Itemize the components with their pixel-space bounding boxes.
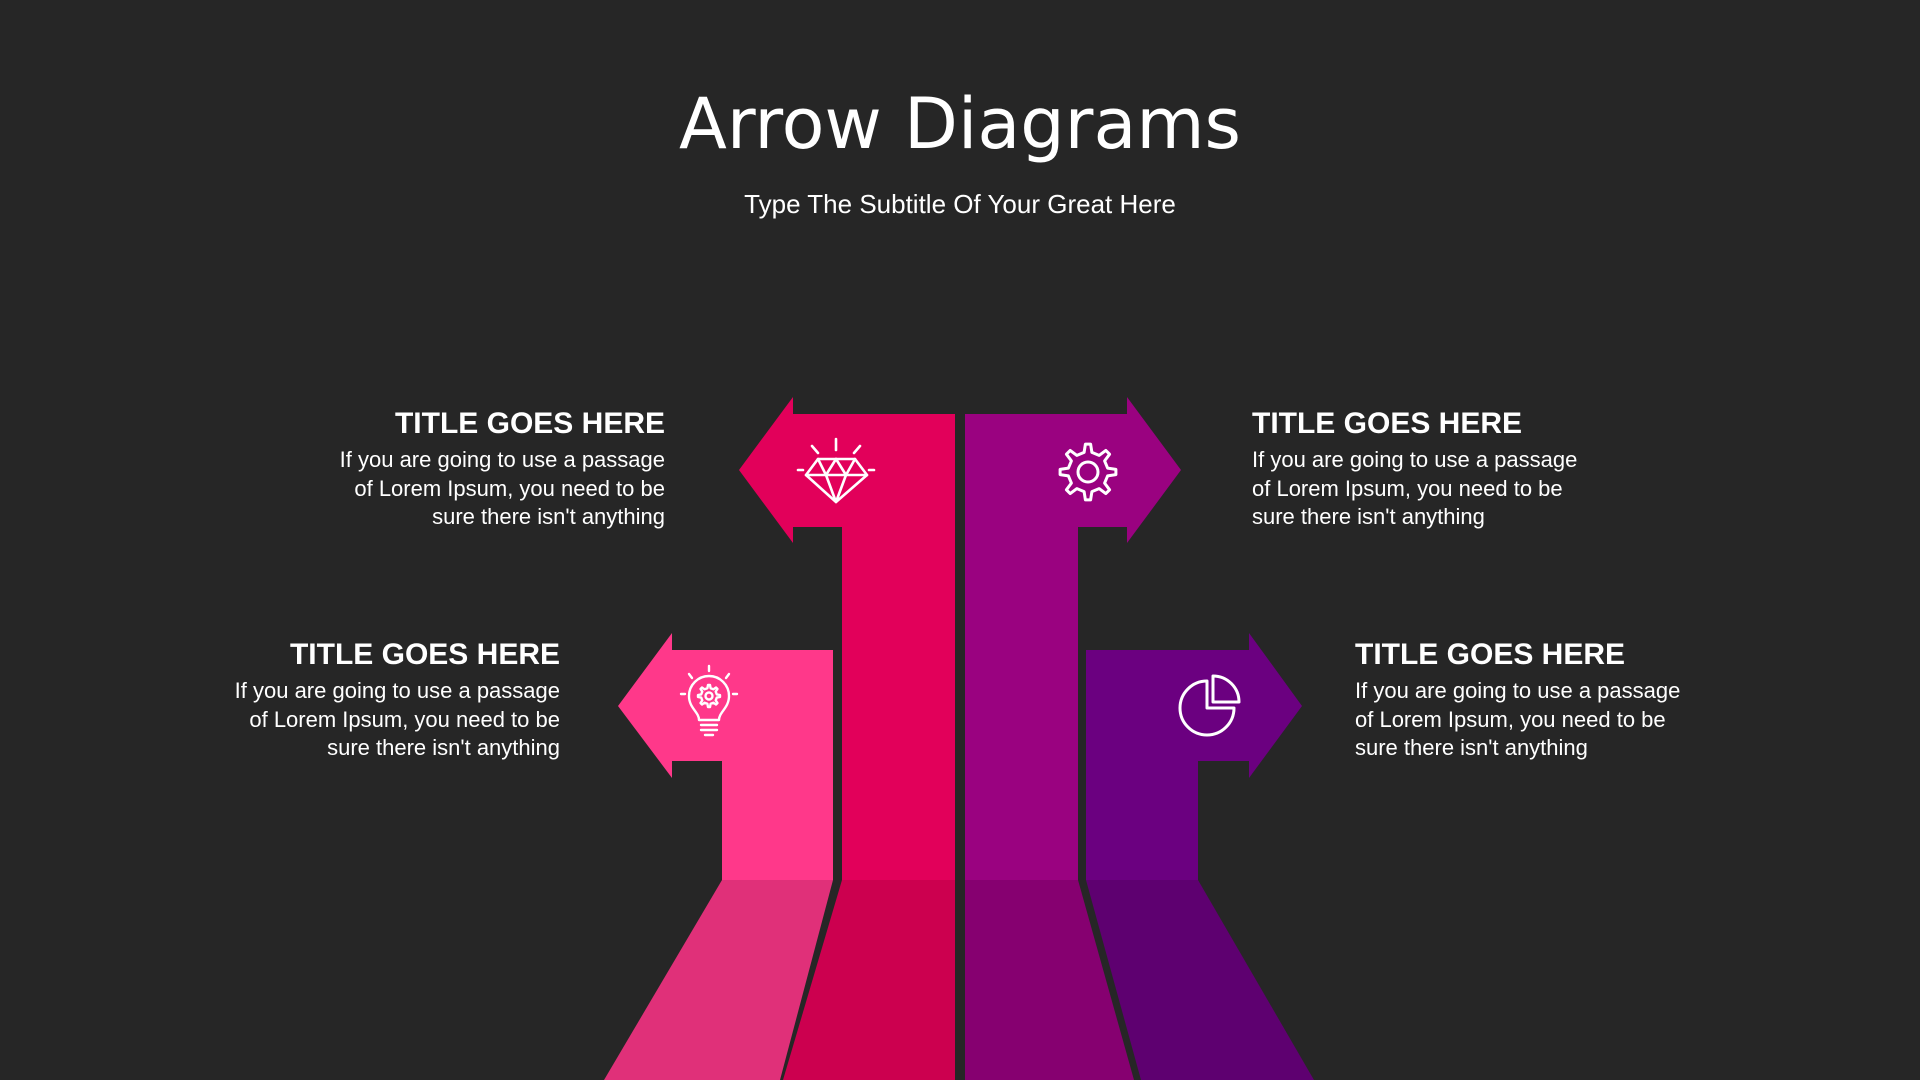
block-4-line-2: of Lorem Ipsum, you need to be — [1355, 706, 1666, 732]
lightbulb-gear-icon — [679, 664, 739, 737]
text-block-3: TITLE GOES HERE If you are going to use … — [1252, 406, 1652, 532]
block-3-title: TITLE GOES HERE — [1252, 407, 1523, 440]
block-3-line-2: of Lorem Ipsum, you need to be — [1252, 475, 1563, 501]
text-block-4: TITLE GOES HERE If you are going to use … — [1355, 637, 1755, 763]
text-block-1: TITLE GOES HERE If you are going to use … — [265, 406, 665, 532]
block-1-title: TITLE GOES HERE — [394, 407, 665, 440]
block-2-line-2: of Lorem Ipsum, you need to be — [249, 706, 560, 732]
block-3-line-1: If you are going to use a passage — [1252, 447, 1578, 472]
block-1-line-2: of Lorem Ipsum, you need to be — [354, 475, 665, 501]
arrow-1-body — [739, 397, 955, 880]
arrow-3-body — [965, 397, 1181, 880]
text-block-2: TITLE GOES HERE If you are going to use … — [160, 637, 560, 763]
block-4-title: TITLE GOES HERE — [1355, 638, 1626, 671]
block-3-line-3: sure there isn't anything — [1252, 504, 1485, 529]
block-1-body: If you are going to use a passage of Lor… — [265, 446, 665, 532]
page-title: Arrow Diagrams — [678, 83, 1242, 165]
arrow-4-floor — [1086, 880, 1314, 1080]
gear-icon — [1058, 442, 1118, 502]
arrow-2-body — [618, 633, 833, 880]
block-2-body: If you are going to use a passage of Lor… — [160, 677, 560, 763]
arrow-2-floor — [604, 880, 833, 1080]
block-2-line-3: sure there isn't anything — [327, 735, 560, 760]
diamond-icon — [796, 437, 876, 504]
block-1-line-3: sure there isn't anything — [432, 504, 665, 529]
arrow-3-floor — [965, 880, 1134, 1080]
page-subtitle: Type The Subtitle Of Your Great Here — [744, 189, 1176, 219]
block-4-line-1: If you are going to use a passage — [1355, 678, 1681, 703]
block-4-line-3: sure there isn't anything — [1355, 735, 1588, 760]
block-3-body: If you are going to use a passage of Lor… — [1252, 446, 1652, 532]
block-2-title: TITLE GOES HERE — [289, 638, 560, 671]
block-1-line-1: If you are going to use a passage — [339, 447, 665, 472]
pie-chart-icon — [1178, 674, 1241, 737]
block-2-line-1: If you are going to use a passage — [234, 678, 560, 703]
arrow-4-body — [1086, 633, 1302, 880]
arrow-1-floor — [783, 880, 955, 1080]
block-4-body: If you are going to use a passage of Lor… — [1355, 677, 1755, 763]
